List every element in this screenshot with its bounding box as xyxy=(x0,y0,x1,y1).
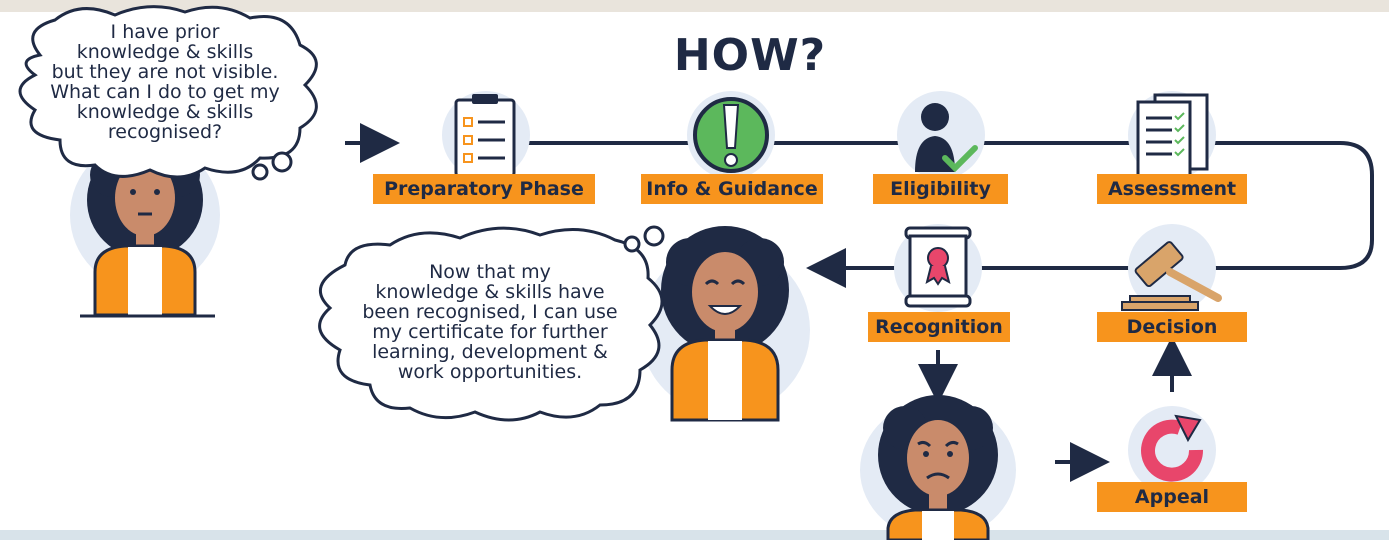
thought-line: I have prior xyxy=(110,21,220,43)
thought-line: knowledge & skills xyxy=(76,101,254,123)
thought-line: recognised? xyxy=(107,121,223,143)
page-title: HOW? xyxy=(673,30,827,81)
step-label-eligibility: Eligibility xyxy=(873,174,1008,204)
thought-line: What can I do to get my xyxy=(50,81,280,103)
thought-line: but they are not visible. xyxy=(51,61,279,83)
gavel-icon xyxy=(1121,224,1222,312)
thought-text-start: I have prior knowledge & skills but they… xyxy=(35,22,295,142)
thought-line: knowledge & skills have xyxy=(375,281,605,303)
step-label-recognition: Recognition xyxy=(868,312,1010,342)
character-sad xyxy=(860,395,1016,540)
person-check-icon xyxy=(897,91,985,179)
thought-line: Now that my xyxy=(429,261,551,283)
thought-line: my certificate for further xyxy=(372,321,608,343)
top-band xyxy=(0,0,1389,12)
step-label-assessment: Assessment xyxy=(1097,174,1247,204)
character-happy xyxy=(640,226,810,422)
documents-check-icon xyxy=(1128,91,1216,179)
main-flow-line xyxy=(515,141,1374,270)
thought-line: knowledge & skills xyxy=(76,41,254,63)
thought-cloud-end xyxy=(318,225,665,422)
certificate-icon xyxy=(894,224,982,312)
thought-text-end: Now that my knowledge & skills have been… xyxy=(340,262,640,382)
bottom-band xyxy=(0,530,1389,540)
thought-line: learning, development & xyxy=(372,341,608,363)
refresh-arrow-icon xyxy=(1128,406,1216,494)
clipboard-checklist-icon xyxy=(442,91,530,179)
exclamation-icon xyxy=(687,91,775,179)
thought-cloud-start xyxy=(18,5,318,181)
thought-line: been recognised, I can use xyxy=(362,301,618,323)
step-label-appeal: Appeal xyxy=(1097,482,1247,512)
step-label-preparatory: Preparatory Phase xyxy=(373,174,595,204)
step-label-info-guidance: Info & Guidance xyxy=(641,174,823,204)
thought-line: work opportunities. xyxy=(397,361,583,383)
step-label-decision: Decision xyxy=(1097,312,1247,342)
